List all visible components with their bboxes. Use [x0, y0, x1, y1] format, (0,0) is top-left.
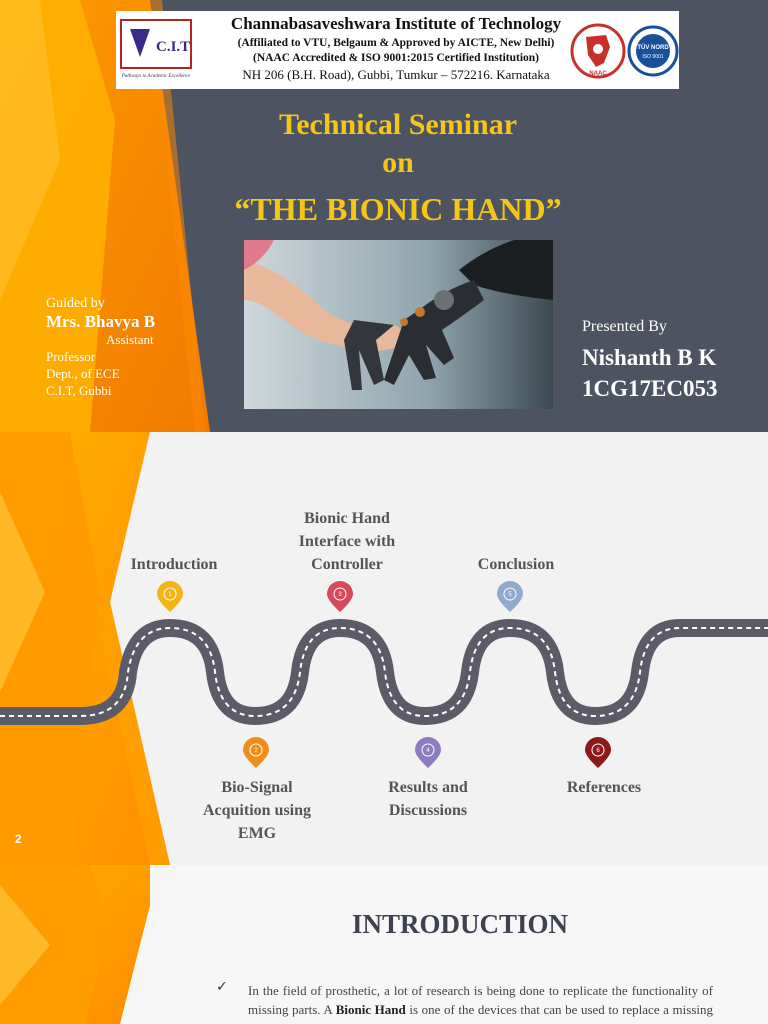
guide-detail: Dept., of ECE	[46, 366, 120, 381]
iso-text: ISO 9001	[642, 54, 663, 60]
stage-number: 6	[596, 748, 600, 754]
guide-detail: Professor	[46, 349, 96, 364]
introduction-slide: INTRODUCTION ✓ In the field of prostheti…	[0, 865, 768, 1024]
institute-affiliation: (Affiliated to VTU, Belgaum & Approved b…	[237, 37, 555, 49]
tuv-nord-logo: TÜV NORD ISO 9001	[627, 25, 679, 77]
institute-address: NH 206 (B.H. Road), Gubbi, Tumkur – 5722…	[242, 67, 550, 82]
stage-marker-pin: 6	[585, 737, 611, 768]
introduction-background	[0, 865, 150, 1024]
guided-by-label: Guided by	[46, 296, 105, 311]
institute-header: C.I.T Pathways to Academic Excellence Ch…	[116, 11, 679, 89]
guide-designation: Assistant	[106, 332, 154, 347]
stage-marker-pin: 4	[414, 736, 442, 768]
stage-number: 5	[508, 592, 512, 598]
section-heading: INTRODUCTION	[351, 909, 569, 939]
stage-number: 2	[254, 748, 258, 754]
seminar-title-line1: Technical Seminar	[278, 108, 518, 141]
agenda-slide: 1 2 3 4 5 6 Introduction Bio-Signal Acquition…	[0, 432, 768, 865]
tuv-text: TÜV NORD	[637, 44, 669, 51]
seminar-title-line2: on	[382, 146, 414, 179]
stage-label-conclusion: Conclusion	[477, 556, 555, 573]
bionic-hand-photo	[244, 240, 553, 409]
cit-logo-text: C.I.T	[156, 39, 190, 55]
guide-name: Mrs. Bhavya B	[46, 312, 156, 331]
stage-label-interface: Bionic Hand Interface with Controller	[298, 510, 396, 573]
intro-text-bold: Bionic Hand	[335, 1002, 406, 1017]
title-slide: C.I.T Pathways to Academic Excellence Ch…	[0, 0, 768, 432]
stage-number: 4	[426, 748, 430, 754]
stage-marker-pin: 1	[157, 581, 183, 612]
presenter-name: Nishanth B K	[582, 345, 717, 370]
stage-label-introduction: Introduction	[130, 556, 218, 573]
seminar-topic: “THE BIONIC HAND”	[234, 191, 562, 227]
stage-number: 3	[338, 592, 342, 598]
cit-tagline: Pathways to Academic Excellence	[121, 74, 191, 79]
stage-label-results: Results and Discussions	[388, 779, 468, 819]
presenter-usn: 1CG17EC053	[582, 376, 718, 401]
presenter-info: Presented By Nishanth B K 1CG17EC053	[582, 318, 717, 404]
stage-label-references: References	[566, 779, 642, 796]
intro-bullet-text: In the field of prosthetic, a lot of res…	[248, 981, 713, 1024]
cit-logo: C.I.T Pathways to Academic Excellence	[120, 19, 192, 79]
guide-detail: C.I.T, Gubbi	[46, 383, 112, 398]
naac-logo: NAAC	[570, 23, 626, 79]
stage-marker-pin: 3	[327, 581, 353, 612]
intro-text-part: In the field of prosthetic, a lot of res…	[248, 983, 713, 1017]
intro-text-part: is one of the devices that can be used t…	[248, 1002, 713, 1024]
presented-by-label: Presented By	[582, 318, 667, 335]
slide-number: 2	[15, 832, 22, 846]
title-slide-background	[0, 0, 210, 432]
agenda-background: 1 2 3 4 5 6	[0, 432, 768, 865]
stage-marker-pin: 2	[243, 737, 269, 768]
checkmark-bullet-icon: ✓	[216, 979, 228, 995]
stage-number: 1	[168, 592, 172, 598]
winding-road	[0, 619, 768, 725]
naac-text: NAAC	[589, 71, 607, 77]
guide-info: Guided by Mrs. Bhavya B Assistant Profes…	[46, 296, 216, 399]
institute-name: Channabasaveshwara Institute of Technolo…	[230, 14, 562, 33]
stage-label-bio-signal: Bio-Signal Acquition using EMG	[202, 779, 312, 842]
institute-accreditation: (NAAC Accredited & ISO 9001:2015 Certifi…	[253, 52, 539, 64]
stage-marker-pin: 5	[497, 581, 523, 612]
